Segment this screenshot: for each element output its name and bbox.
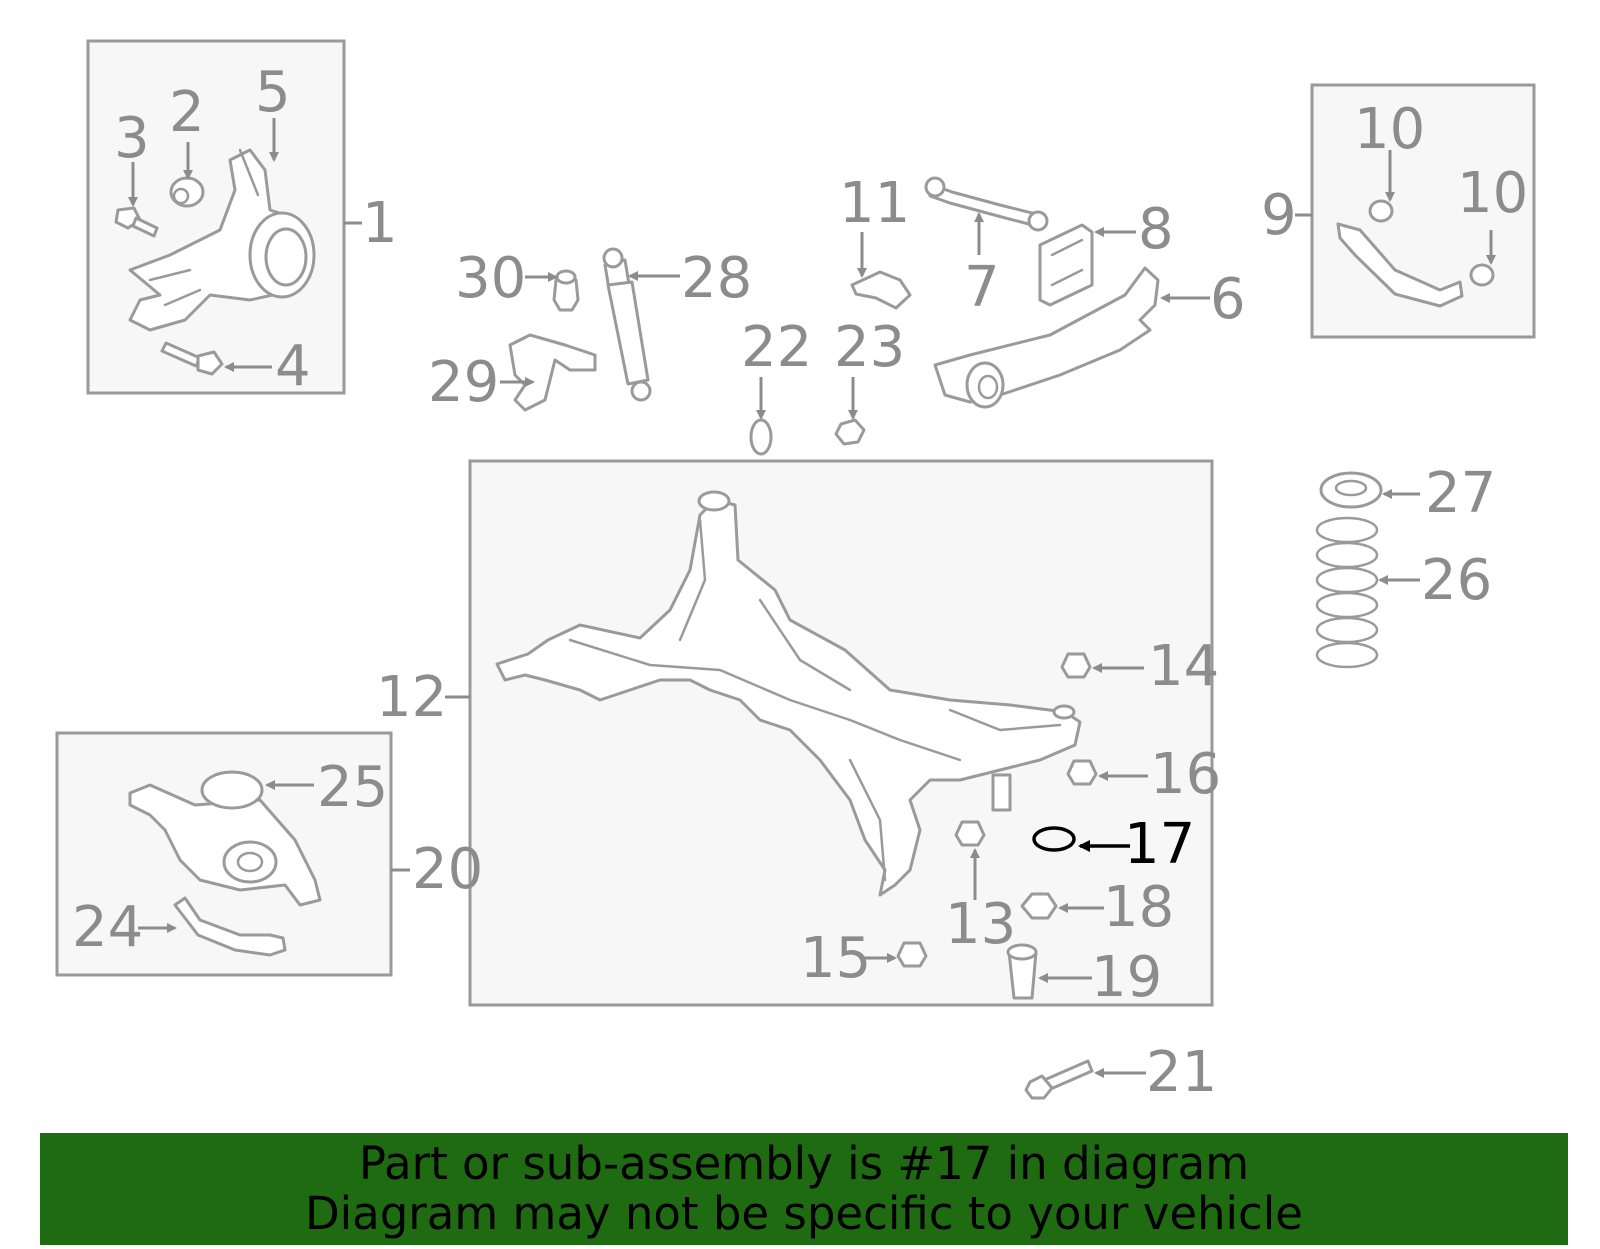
callout-17: 17	[1124, 812, 1195, 877]
callout-14: 14	[1148, 634, 1219, 699]
bracket-part-29	[508, 333, 597, 412]
bolt-part-3	[114, 206, 159, 238]
callout-7: 7	[964, 255, 1000, 320]
spring-seat-part-27	[1319, 471, 1383, 509]
callout-27: 27	[1425, 461, 1496, 526]
mount-part-15	[896, 941, 928, 968]
callout-13: 13	[945, 892, 1016, 957]
callout-6: 6	[1210, 267, 1246, 332]
mount-part-14	[1060, 652, 1092, 679]
callout-25: 25	[317, 755, 388, 820]
callout-4: 4	[275, 334, 311, 399]
callout-28: 28	[681, 246, 752, 311]
stopper-part-19	[1006, 943, 1038, 1000]
callout-24: 24	[72, 895, 143, 960]
nut-part-18	[1020, 892, 1058, 920]
upper-arm-part-9	[1336, 199, 1495, 308]
sensor-part-11	[850, 270, 912, 310]
callout-21: 21	[1146, 1040, 1217, 1105]
knuckle-part	[128, 148, 316, 332]
callout-5: 5	[255, 60, 291, 125]
callout-2: 2	[169, 80, 205, 145]
callout-29: 29	[428, 350, 499, 415]
bolt-part-4	[160, 341, 224, 376]
callout-20: 20	[412, 837, 483, 902]
callout-23: 23	[834, 315, 905, 380]
callout-30: 30	[455, 246, 526, 311]
spring-seat-part-25	[200, 770, 264, 810]
bracket-part-8	[1038, 223, 1094, 307]
callout-8: 8	[1138, 197, 1174, 262]
callout-11: 11	[839, 171, 910, 236]
callout-18: 18	[1103, 875, 1174, 940]
bump-stop-part-30	[552, 269, 580, 312]
washer-part-22	[749, 418, 773, 456]
trailing-arm-part-6	[933, 266, 1160, 409]
callout-26: 26	[1421, 548, 1492, 613]
banner-line-1: Part or sub-assembly is #17 in diagram	[358, 1137, 1250, 1190]
callout-10-a: 10	[1354, 97, 1425, 162]
bushing-part-2	[169, 176, 205, 208]
info-banner: Part or sub-assembly is #17 in diagram D…	[40, 1133, 1568, 1245]
callout-22: 22	[741, 315, 812, 380]
callout-10-b: 10	[1457, 161, 1528, 226]
callout-19: 19	[1091, 945, 1162, 1010]
callout-16: 16	[1150, 742, 1221, 807]
callout-12: 12	[376, 665, 447, 730]
coil-spring-part-26	[1315, 516, 1379, 669]
mount-part-16	[1066, 759, 1098, 786]
callout-15: 15	[800, 926, 871, 991]
callout-9: 9	[1261, 183, 1297, 248]
mount-part-13	[954, 820, 986, 847]
highlighted-part-17	[1032, 826, 1076, 852]
nut-part-23	[834, 418, 866, 446]
shock-absorber-part	[602, 247, 652, 402]
bolt-part-21	[1024, 1059, 1094, 1100]
banner-line-2: Diagram may not be specific to your vehi…	[305, 1187, 1303, 1240]
lateral-link-part-7	[924, 176, 1049, 232]
cover-part-24	[173, 896, 287, 957]
crossmember-part-12	[495, 490, 1082, 897]
callout-1: 1	[362, 191, 398, 256]
callout-3: 3	[114, 106, 150, 171]
